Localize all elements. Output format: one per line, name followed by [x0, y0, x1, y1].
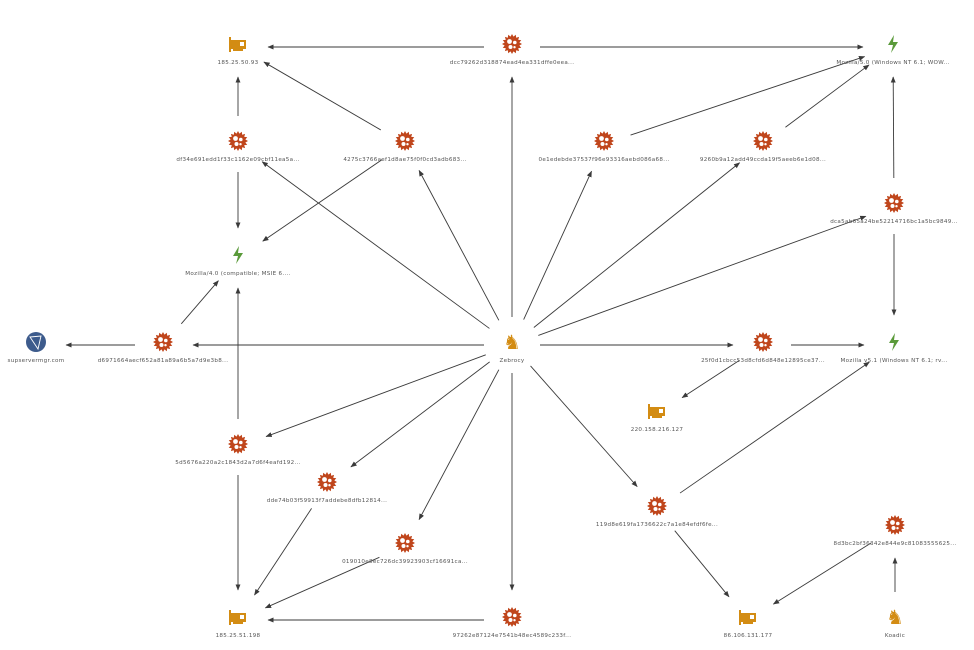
edge-arrow: [180, 280, 219, 325]
ip-icon: [229, 37, 246, 52]
edge-arrow: [264, 556, 380, 609]
domain-icon: [26, 332, 46, 352]
ip-icon: [648, 404, 665, 419]
edge-arrow: [261, 161, 490, 329]
graph-node-malware[interactable]: 8d3bc2bf36342e844e9c81083555625...: [833, 515, 956, 547]
user-agent-icon: [889, 333, 899, 351]
node-label: 4275c3766aef1d8ae75f0f0cd3adb683...: [343, 157, 466, 163]
edge-arrow: [262, 159, 383, 242]
edge-arrow: [538, 215, 867, 336]
malware-icon: [395, 131, 415, 151]
user-agent-icon: [233, 246, 243, 264]
graph-node-user-agent[interactable]: Mozilla/5.0 (Windows NT 6.1; WOW...: [836, 35, 949, 66]
edge-arrow: [523, 170, 592, 320]
malware-icon: [884, 193, 904, 213]
malware-icon: [753, 131, 773, 151]
edge-arrow: [630, 55, 866, 136]
graph-node-malware[interactable]: 5d5676a220a2c1843d2a7d6f4eafd192...: [175, 434, 300, 466]
malware-icon: [502, 607, 522, 627]
graph-node-ip[interactable]: 86.106.131.177: [724, 610, 773, 639]
edge-arrow: [263, 61, 382, 131]
svg-text:♞: ♞: [886, 605, 904, 629]
ip-icon: [739, 610, 756, 625]
graph-node-user-agent[interactable]: Mozilla v5.1 (Windows NT 6.1; rv...: [841, 333, 948, 364]
graph-node-domain[interactable]: supservermgr.com: [8, 332, 65, 364]
node-label: dcc79262d318874ead4ea331dffe0eea...: [450, 60, 575, 66]
graph-node-malware[interactable]: dca5ab65a24be52214716bc1a5bc9849...: [830, 193, 958, 225]
edge-arrow: [890, 76, 896, 179]
malware-icon: [228, 131, 248, 151]
node-label: d6971664aecf652a81a89a6b5a7d9e3b8...: [98, 358, 229, 364]
graph-node-malware[interactable]: d6971664aecf652a81a89a6b5a7d9e3b8...: [98, 332, 229, 364]
svg-text:♞: ♞: [503, 330, 521, 354]
graph-node-malware[interactable]: dde74b03f59913f7addebe8dfb12814...: [267, 472, 388, 504]
graph-node-malware[interactable]: dcc79262d318874ead4ea331dffe0eea...: [450, 34, 575, 66]
node-label: 019010e8ec726dc39923903cf16691ca...: [342, 559, 468, 565]
node-label: 185.25.50.93: [218, 60, 259, 66]
malware-icon: [647, 496, 667, 516]
graph-node-ip[interactable]: 185.25.50.93: [218, 37, 259, 66]
graph-node-malware[interactable]: df34e691edd1f33c1162e09cbf11ea5a...: [176, 131, 299, 163]
malware-icon: [317, 472, 337, 492]
node-label: df34e691edd1f33c1162e09cbf11ea5a...: [176, 157, 299, 163]
graph-node-malware[interactable]: 019010e8ec726dc39923903cf16691ca...: [342, 533, 468, 565]
edge-arrow: [350, 361, 490, 468]
node-label: Mozilla v5.1 (Windows NT 6.1; rv...: [841, 358, 948, 364]
node-label: 0e1edebde37537f96e93316aebd086a68...: [539, 157, 670, 163]
node-label: 119d8e619fa1736622c7a1e84efdf6fe...: [596, 522, 718, 528]
malware-icon: [502, 34, 522, 54]
graph-node-ip[interactable]: 185.25.51.198: [216, 610, 261, 639]
edge-arrow: [265, 354, 486, 437]
node-label: Mozilla/4.0 (compatible; MSIE 6....: [185, 271, 290, 277]
graph-node-malware[interactable]: 9260b9a12add49ccda19f5aeeb6e1d08...: [700, 131, 826, 163]
node-label: 220.158.216.127: [631, 427, 684, 433]
edge-arrow: [533, 162, 741, 328]
node-label: 86.106.131.177: [724, 633, 773, 639]
node-label: dde74b03f59913f7addebe8dfb12814...: [267, 498, 388, 504]
node-label: 185.25.51.198: [216, 633, 261, 639]
malware-icon: [395, 533, 415, 553]
node-label: 8d3bc2bf36342e844e9c81083555625...: [833, 541, 956, 547]
graph-node-trojan[interactable]: ♞ Koadic: [885, 605, 905, 639]
graph-node-malware[interactable]: 25f0d1cbcc53d8cfd6d848e12895ce37...: [701, 332, 825, 364]
malware-icon: [228, 434, 248, 454]
edge-arrow: [254, 508, 312, 596]
edge-arrow: [785, 64, 870, 128]
ip-icon: [229, 610, 246, 625]
node-label: 9260b9a12add49ccda19f5aeeb6e1d08...: [700, 157, 826, 163]
edge-arrow: [772, 542, 872, 605]
node-label: Koadic: [885, 633, 905, 639]
malware-icon: [594, 131, 614, 151]
node-label: dca5ab65a24be52214716bc1a5bc9849...: [830, 219, 958, 225]
nodes-layer: 185.25.50.93 dcc79262d318874ead4ea331dffe…: [8, 34, 958, 639]
graph-node-user-agent[interactable]: Mozilla/4.0 (compatible; MSIE 6....: [185, 246, 290, 277]
node-label: 97262e87124e7541b48ec4589c233f...: [453, 633, 572, 639]
malware-icon: [885, 515, 905, 535]
node-label: Zebrocy: [500, 358, 525, 364]
node-label: 25f0d1cbcc53d8cfd6d848e12895ce37...: [701, 358, 825, 364]
edge-arrow: [674, 530, 730, 598]
edge-arrow: [418, 369, 500, 521]
edge-arrow: [418, 169, 500, 321]
graph-node-malware[interactable]: 0e1edebde37537f96e93316aebd086a68...: [539, 131, 670, 163]
user-agent-icon: [888, 35, 898, 53]
malware-icon: [753, 332, 773, 352]
trojan-icon: ♞: [886, 605, 904, 629]
edge-arrow: [679, 361, 870, 494]
graph-node-ip[interactable]: 220.158.216.127: [631, 404, 684, 433]
node-label: 5d5676a220a2c1843d2a7d6f4eafd192...: [175, 460, 300, 466]
graph-node-malware[interactable]: 97262e87124e7541b48ec4589c233f...: [453, 607, 572, 639]
malware-icon: [153, 332, 173, 352]
graph-node-malware[interactable]: 4275c3766aef1d8ae75f0f0cd3adb683...: [343, 131, 466, 163]
edges-layer: [65, 44, 898, 623]
node-label: Mozilla/5.0 (Windows NT 6.1; WOW...: [836, 60, 949, 66]
graph-node-malware[interactable]: 119d8e619fa1736622c7a1e84efdf6fe...: [596, 496, 718, 528]
edge-arrow: [530, 365, 638, 487]
edge-arrow: [681, 359, 740, 399]
graph-node-trojan[interactable]: ♞ Zebrocy: [500, 330, 525, 364]
trojan-icon: ♞: [503, 330, 521, 354]
node-label: supservermgr.com: [8, 358, 65, 364]
